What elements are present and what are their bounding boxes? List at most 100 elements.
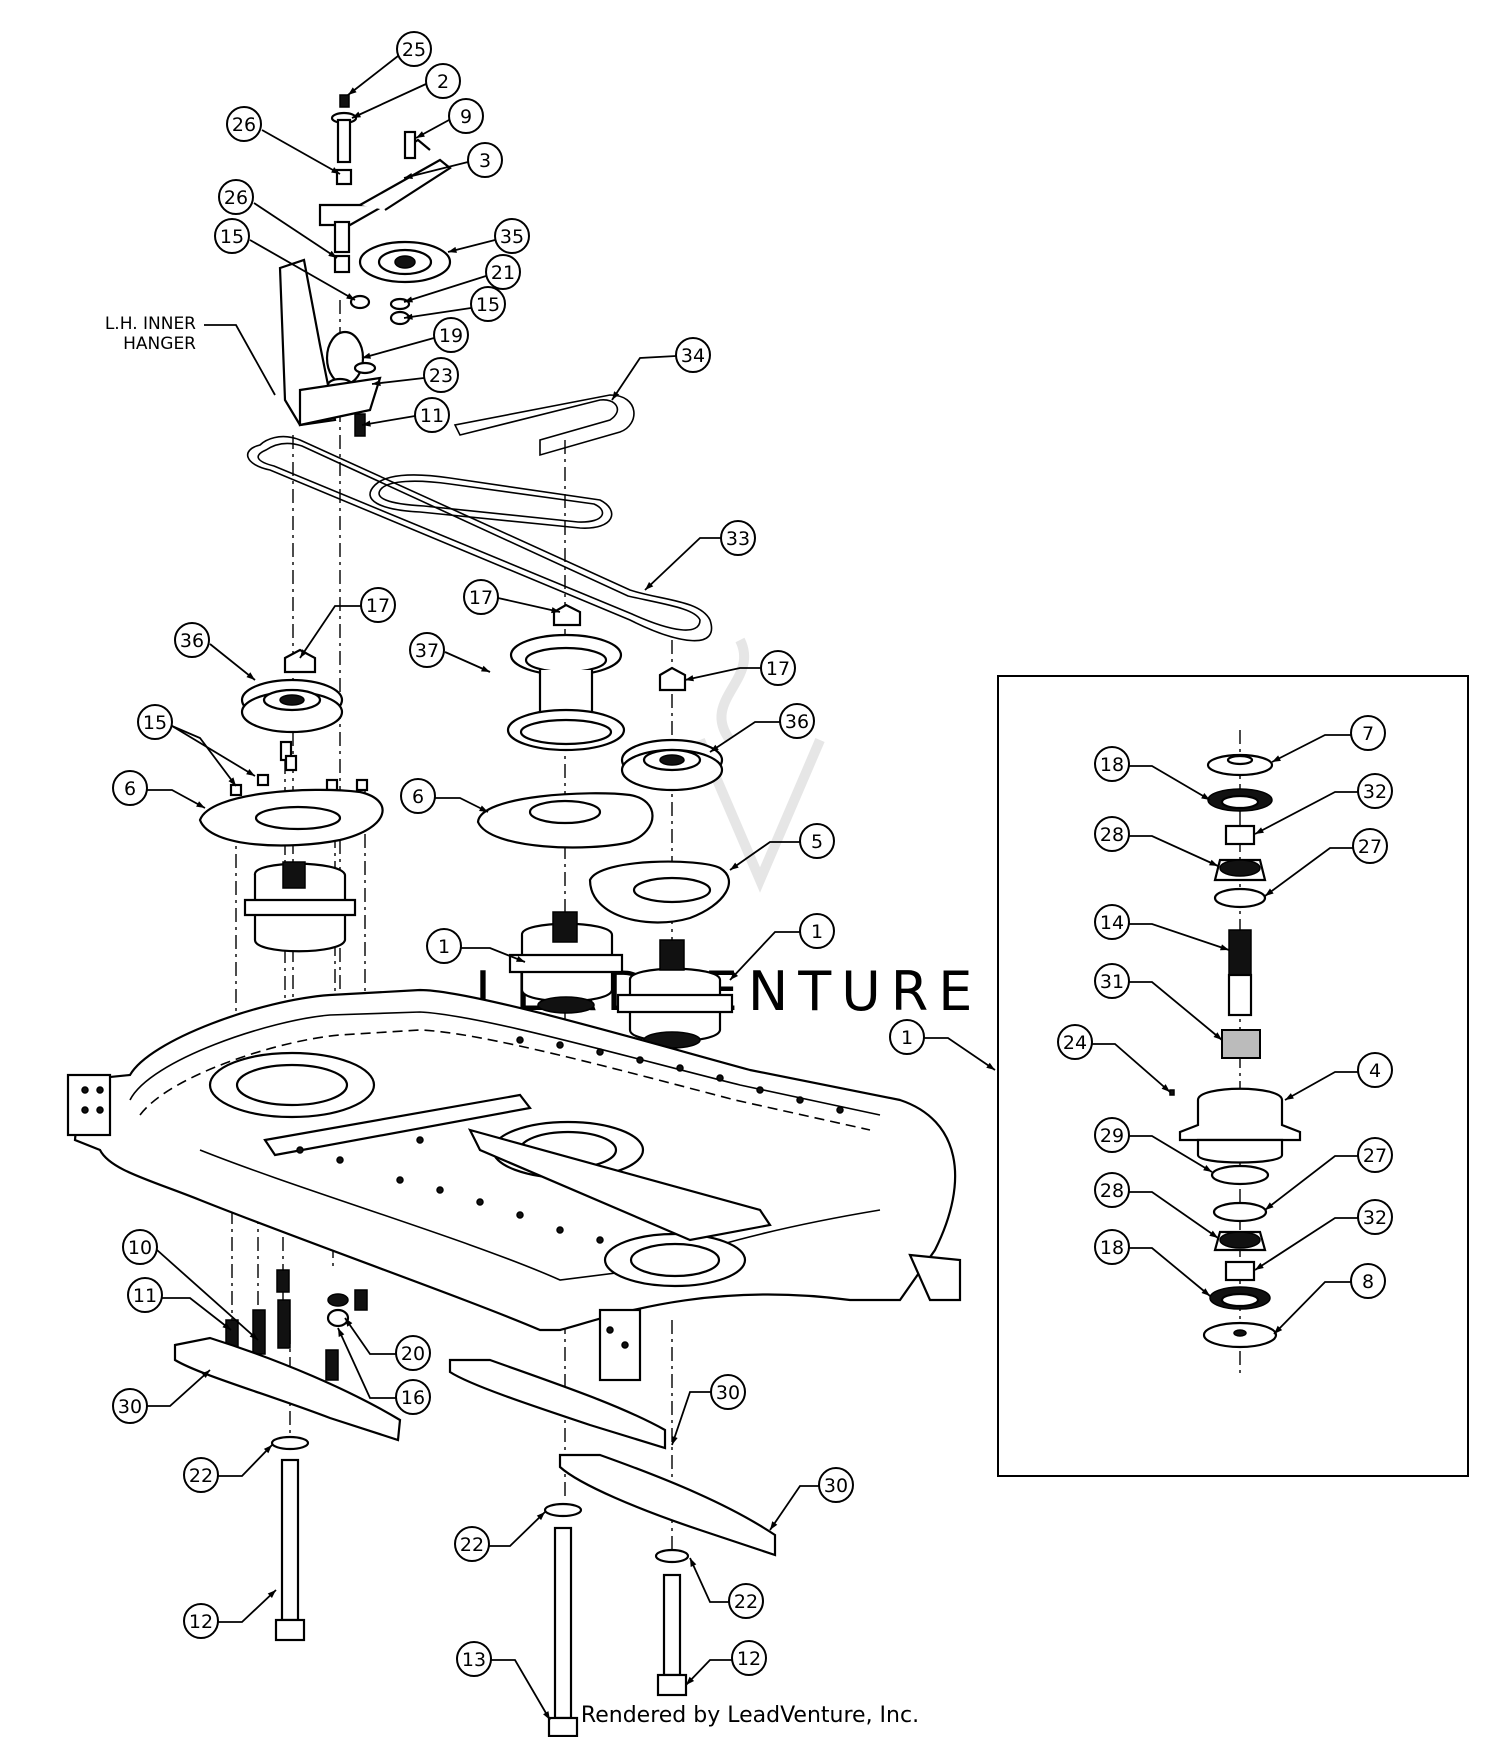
callout-leader [371, 377, 425, 385]
callout-arrowhead [222, 1322, 231, 1330]
callout-leader [347, 55, 399, 96]
callout-arrowhead [730, 862, 739, 870]
callout-bubble [1094, 816, 1130, 852]
callout-leader [171, 725, 256, 777]
callout-number: 8 [1362, 1271, 1374, 1293]
callout-number: 15 [220, 226, 244, 248]
callout-leader [1284, 1071, 1358, 1101]
callout-leader [1254, 791, 1358, 835]
callout-bubble [1357, 1052, 1393, 1088]
callout-bubble [463, 579, 499, 615]
callout-bubble [889, 1019, 925, 1055]
callout-number: 15 [476, 294, 500, 316]
callout-arrowhead [1209, 1230, 1218, 1238]
callout-bubble [174, 622, 210, 658]
callout-arrowhead [551, 607, 560, 614]
callout-number: 27 [1358, 836, 1382, 858]
callout-number: 28 [1100, 1180, 1124, 1202]
callout-number: 25 [402, 39, 426, 61]
underside-hardware [225, 1269, 368, 1381]
callout-arrowhead [1274, 1325, 1283, 1334]
callout-leader [1271, 734, 1351, 763]
callout-number: 36 [180, 630, 204, 652]
callout-number: 9 [460, 106, 472, 128]
callout-bubble [1357, 773, 1393, 809]
callout-number: 23 [429, 365, 453, 387]
callout-leader [689, 1557, 729, 1603]
callout-number: 24 [1063, 1032, 1087, 1054]
callout-arrowhead [196, 801, 205, 808]
callout-bubble [1352, 828, 1388, 864]
callout-bubble [425, 63, 461, 99]
callout-bubble [1350, 1263, 1386, 1299]
callout-bubble [395, 1379, 431, 1415]
callout-number: 1 [438, 936, 450, 958]
callout-number: 35 [500, 226, 524, 248]
callout-number: 29 [1100, 1125, 1124, 1147]
callout-bubble [728, 1583, 764, 1619]
callout-bubble [426, 928, 462, 964]
hanger-label-line2: HANGER [123, 334, 196, 354]
callout-number: 21 [491, 262, 515, 284]
spindle-inset-box [997, 675, 1469, 1477]
callout-bubble [122, 1229, 158, 1265]
callout-arrowhead [1265, 1202, 1274, 1210]
callout-arrowhead [249, 1332, 258, 1340]
callout-arrowhead [348, 87, 357, 95]
callout-bubble [1094, 1229, 1130, 1265]
callout-number: 19 [439, 325, 463, 347]
callout-number: 32 [1363, 1207, 1387, 1229]
callout-bubble [494, 218, 530, 254]
callout-leader [253, 202, 338, 259]
callout-number: 1 [811, 921, 823, 943]
callout-arrowhead [1213, 1032, 1222, 1040]
idler-bracket-assembly [278, 94, 452, 437]
callout-arrowhead [352, 111, 361, 118]
callout-bubble [396, 31, 432, 67]
callout-arrowhead [362, 420, 371, 427]
callout-arrowhead [686, 1676, 695, 1685]
callout-leader [1129, 835, 1219, 867]
callout-bubble [760, 650, 796, 686]
callout-arrowhead [372, 379, 381, 387]
callout-leader [361, 337, 435, 359]
callout-leader [729, 931, 800, 981]
callout-leader [684, 667, 761, 681]
callout-arrowhead [1255, 827, 1264, 834]
callout-arrowhead [345, 1318, 353, 1327]
callout-bubble [1094, 1117, 1130, 1153]
callout-arrowhead [1265, 888, 1274, 896]
callout-number: 11 [420, 405, 444, 427]
callout-number: 6 [124, 778, 136, 800]
callout-leader [709, 721, 780, 753]
callout-leader [491, 1659, 551, 1721]
hanger-label-line1: L.H. INNER [105, 314, 196, 334]
callout-arrowhead [730, 971, 739, 980]
callout-arrowhead [1285, 1093, 1294, 1100]
callout-bubble [112, 770, 148, 806]
callout-number: 2 [437, 71, 449, 93]
callout-leader [671, 1391, 711, 1446]
callout-leader [729, 841, 800, 871]
callout-number: 10 [128, 1237, 152, 1259]
callout-bubble [1057, 1024, 1093, 1060]
callout-bubble [433, 317, 469, 353]
callout-number: 18 [1100, 754, 1124, 776]
callout-bubble [360, 587, 396, 623]
callout-leader [611, 355, 677, 401]
callout-arrowhead [362, 352, 371, 359]
callout-leader [924, 1037, 996, 1071]
callout-bubble [112, 1388, 148, 1424]
callout-leader [361, 415, 416, 426]
callout-bubble [1094, 746, 1130, 782]
center-spindle-stack [476, 603, 654, 1014]
callout-bubble [799, 913, 835, 949]
blades [173, 1336, 777, 1557]
callout-bubble [470, 286, 506, 322]
callout-bubble [456, 1641, 492, 1677]
callout-leader [1264, 847, 1353, 897]
callout-leader [299, 605, 361, 659]
callout-bubble [675, 337, 711, 373]
callout-bubble [226, 106, 262, 142]
callout-number: 15 [143, 712, 167, 734]
